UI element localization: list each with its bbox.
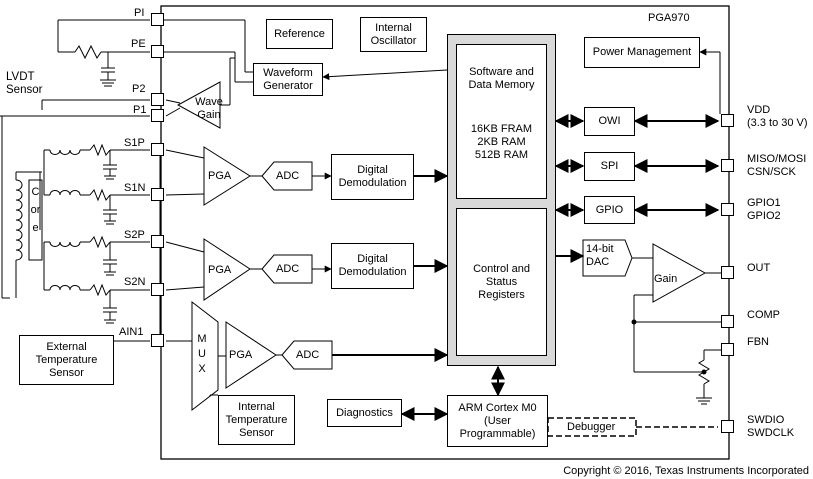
pin-label-s2p: S2P bbox=[124, 229, 145, 241]
pin-label-spi: MISO/MOSI CSN/SCK bbox=[747, 153, 807, 178]
pin-label-vdd: VDD (3.3 to 30 V) bbox=[747, 104, 808, 129]
pin-pi bbox=[151, 13, 164, 26]
wave-gain-label: Wave Gain bbox=[195, 96, 223, 121]
pin-label-s1n: S1N bbox=[124, 182, 146, 194]
copyright: Copyright © 2016, Texas Instruments Inco… bbox=[563, 465, 809, 477]
pin-gpio bbox=[721, 203, 734, 216]
chip-outline bbox=[160, 5, 730, 460]
oscillator-block: Internal Oscillator bbox=[360, 17, 427, 52]
adc2-label: ADC bbox=[276, 263, 300, 275]
power-management-block: Power Management bbox=[584, 37, 700, 68]
pin-p1 bbox=[151, 109, 164, 122]
pin-spi bbox=[721, 159, 734, 172]
pin-label-p1: P1 bbox=[133, 104, 147, 116]
pin-pe bbox=[151, 45, 164, 58]
pin-comp bbox=[721, 315, 734, 328]
pin-s2n bbox=[151, 283, 164, 296]
gain-label: Gain bbox=[654, 273, 678, 285]
gpio-block: GPIO bbox=[584, 196, 635, 224]
waveform-generator-block: Waveform Generator bbox=[253, 63, 323, 96]
reference-block: Reference bbox=[266, 19, 333, 49]
pin-label-comp: COMP bbox=[747, 309, 780, 321]
debugger-label: Debugger bbox=[567, 421, 616, 433]
pin-fbn bbox=[721, 343, 734, 356]
diagnostics-block: Diagnostics bbox=[327, 399, 402, 427]
pin-swd bbox=[721, 420, 734, 433]
pga1-label: PGA bbox=[208, 170, 232, 182]
mux-label: M U X bbox=[197, 333, 207, 375]
pga2-label: PGA bbox=[208, 264, 232, 276]
pin-label-s1p: S1P bbox=[124, 137, 145, 149]
pin-label-out: OUT bbox=[747, 262, 771, 274]
pin-s2p bbox=[151, 235, 164, 248]
spi-block: SPI bbox=[584, 152, 635, 181]
arm-cortex-block: ARM Cortex M0 (User Programmable) bbox=[447, 395, 548, 447]
chip-name: PGA970 bbox=[648, 12, 690, 24]
pin-label-swd: SWDIO SWDCLK bbox=[747, 414, 795, 439]
lvdt-sensor-label: LVDT Sensor bbox=[6, 71, 43, 96]
control-status-registers: Control and Status Registers bbox=[456, 208, 547, 356]
internal-temperature-sensor: Internal Temperature Sensor bbox=[218, 395, 295, 445]
adc1-label: ADC bbox=[276, 170, 300, 182]
pin-label-s2n: S2N bbox=[124, 276, 146, 288]
pin-label-fbn: FBN bbox=[747, 336, 769, 348]
memory-block: Software and Data Memory 16KB FRAM 2KB R… bbox=[456, 44, 547, 199]
memory-sizes: 16KB FRAM 2KB RAM 512B RAM bbox=[470, 123, 533, 161]
digital-demodulation-2: Digital Demodulation bbox=[331, 243, 414, 289]
core-label: Core bbox=[29, 183, 42, 237]
pin-p2 bbox=[151, 93, 164, 106]
pin-label-p2: P2 bbox=[132, 83, 146, 95]
adc3-label: ADC bbox=[296, 349, 320, 361]
core-text: Core bbox=[30, 186, 41, 234]
pin-label-pe: PE bbox=[131, 38, 146, 50]
digital-demodulation-1: Digital Demodulation bbox=[331, 154, 414, 200]
pin-label-gpio: GPIO1 GPIO2 bbox=[747, 197, 781, 222]
owi-block: OWI bbox=[584, 107, 635, 136]
pin-out bbox=[721, 266, 734, 279]
pin-s1p bbox=[151, 143, 164, 156]
pin-vdd bbox=[721, 114, 734, 127]
pin-label-pi: PI bbox=[134, 7, 145, 19]
memory-title: Software and Data Memory bbox=[468, 66, 535, 91]
dac-label: 14-bit DAC bbox=[586, 243, 614, 268]
pin-label-ain1: AIN1 bbox=[119, 326, 144, 338]
pin-s1n bbox=[151, 188, 164, 201]
pin-ain1 bbox=[151, 334, 164, 347]
pga3-label: PGA bbox=[229, 349, 253, 361]
external-temperature-sensor: External Temperature Sensor bbox=[19, 335, 114, 385]
